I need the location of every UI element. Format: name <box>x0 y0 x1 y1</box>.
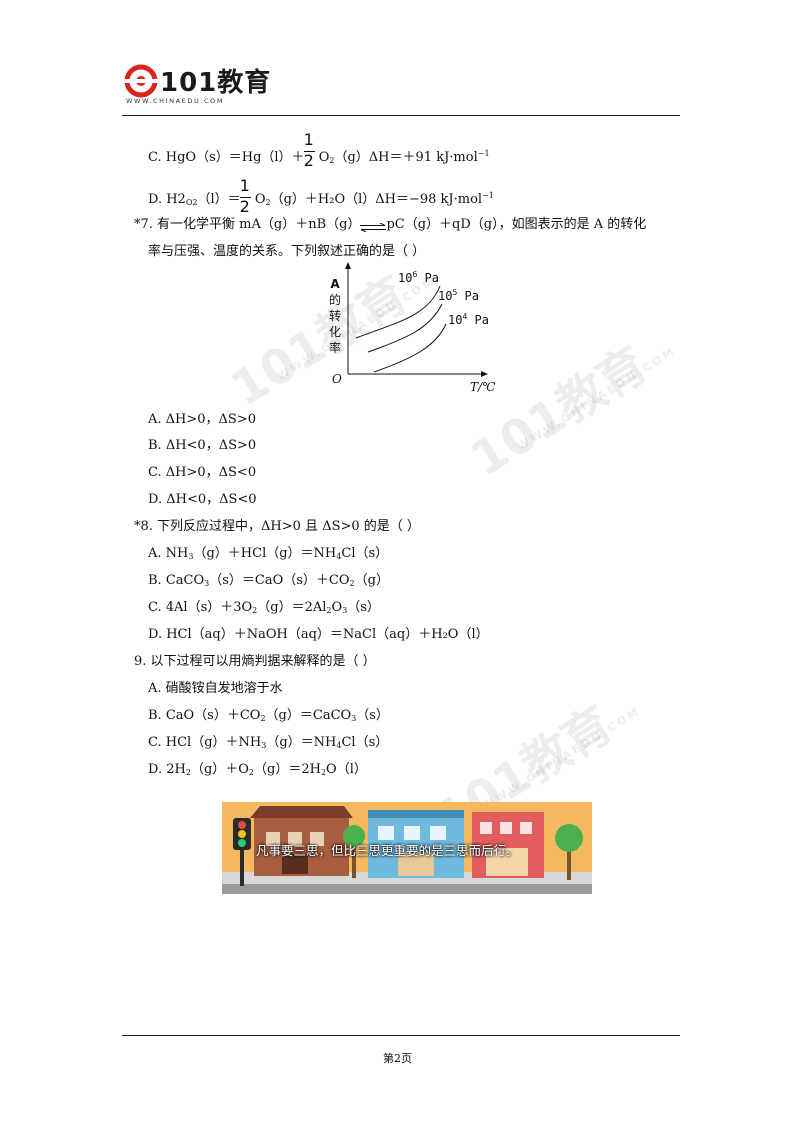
y-axis-label: A 的 转 化 率 <box>328 277 341 355</box>
banner-caption: 凡事要三思，但比三思更重要的是三思而后行。 <box>256 843 519 858</box>
equilibrium-arrow-icon <box>360 220 387 233</box>
q9-option-d: D. 2H2（g）＋O2（g）＝2H2O（l） <box>148 762 367 777</box>
curve-label-10e4: 104 Pa <box>448 312 489 327</box>
q8-option-b: B. CaCO3（s）＝CaO（s）＋CO2（g） <box>148 573 389 588</box>
street-banner-illustration: 凡事要三思，但比三思更重要的是三思而后行。 <box>222 802 592 894</box>
curve-10e5 <box>367 303 443 353</box>
page-number: 第2页 <box>383 1052 412 1065</box>
q7-option-b: B. ΔH<0，ΔS>0 <box>148 438 257 453</box>
brand-logo: 101教育 WWW.CHINAEDU.COM <box>124 62 274 112</box>
footer-divider <box>122 1035 680 1036</box>
q7-option-c: C. ΔH>0，ΔS<0 <box>148 465 257 480</box>
q8-option-d: D. HCl（aq）＋NaOH（aq）＝NaCl（aq）＋H₂O（l） <box>148 627 489 642</box>
curve-label-10e6: 106 Pa <box>398 270 439 285</box>
q7-option-d: D. ΔH<0，ΔS<0 <box>148 492 257 507</box>
q9-option-b: B. CaO（s）＋CO2（g）＝CaCO3（s） <box>148 708 389 723</box>
q7-option-a: A. ΔH>0，ΔS>0 <box>148 412 256 427</box>
logo-url: WWW.CHINAEDU.COM <box>126 97 225 105</box>
curve-10e4 <box>373 323 447 373</box>
q8-stem: *8. 下列反应过程中，ΔH>0 且 ΔS>0 的是（ ） <box>134 519 420 534</box>
q9-option-c: C. HCl（g）＋NH3（g）＝NH4Cl（s） <box>148 735 389 750</box>
curve-label-10e5: 105 Pa <box>438 288 479 303</box>
curve-10e6 <box>355 285 441 339</box>
q9-stem: 9. 以下过程可以用熵判据来解释的是（ ） <box>134 654 376 669</box>
logo-text: 101教育 <box>160 68 272 98</box>
q8-option-c: C. 4Al（s）＋3O2（g）＝2Al2O3（s） <box>148 600 380 615</box>
q8-option-a: A. NH3（g）＋HCl（g）＝NH4Cl（s） <box>148 546 389 561</box>
q7-stem-line1: *7. 有一化学平衡 mA（g）＋nB（g）pC（g）＋qD（g），如图表示的是… <box>134 217 647 233</box>
x-axis-arrow-icon <box>481 371 488 377</box>
x-axis-label: T/℃ <box>470 380 496 394</box>
q9-option-a: A. 硝酸铵自发地溶于水 <box>148 681 283 696</box>
q7-stem-line2: 率与压强、温度的关系。下列叙述正确的是（ ） <box>148 244 426 259</box>
conversion-graph: A 的 转 化 率 O T/℃ 106 Pa 105 Pa 104 Pa <box>318 262 518 402</box>
street-scene-icon <box>222 802 592 894</box>
header-divider <box>122 115 680 116</box>
logo-mark-icon <box>124 64 158 98</box>
y-axis-arrow-icon <box>345 262 351 269</box>
origin-label: O <box>332 372 342 386</box>
